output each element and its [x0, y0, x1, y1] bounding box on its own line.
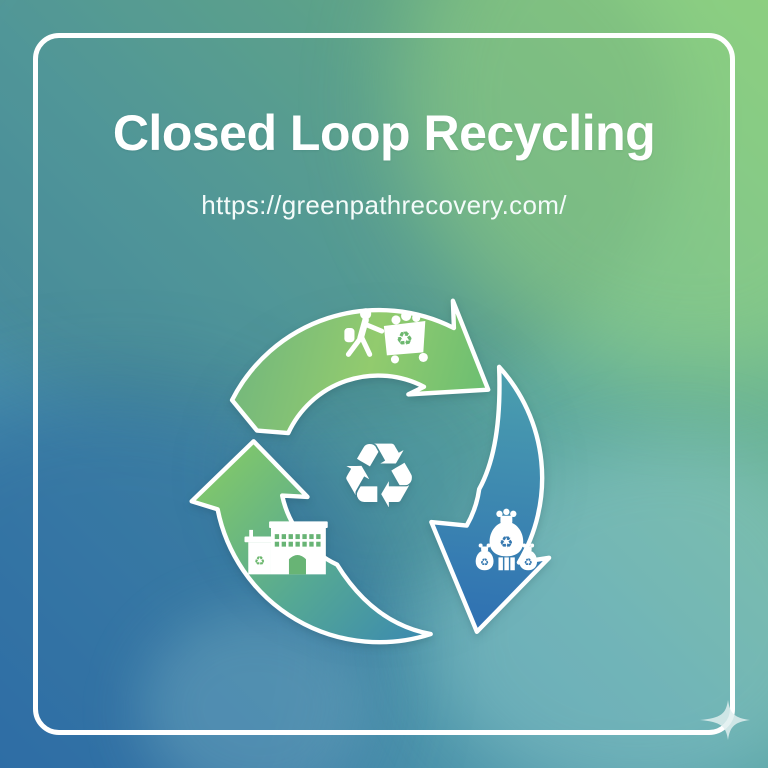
sparkle-icon — [700, 700, 750, 740]
person-collecting-recyclables-icon: ♻ — [344, 308, 428, 364]
recycle-badge: ♻ — [524, 557, 533, 568]
page-title: Closed Loop Recycling — [112, 105, 656, 161]
recycle-badge: ♻ — [395, 327, 414, 351]
person-head — [360, 308, 372, 320]
recycle-badge: ♻ — [480, 557, 489, 568]
recycle-badge: ♻ — [254, 554, 265, 568]
recycle-badge: ♻ — [499, 532, 513, 551]
arrow-stage-processing-facility — [189, 439, 433, 645]
recycling-symbol-icon: ♻ — [339, 424, 420, 529]
money-bags-icon: ♻ ♻ ♻ — [475, 508, 538, 571]
cart-bin — [383, 320, 426, 356]
recycling-facility-icon: ♻ — [244, 521, 328, 575]
arrow-stage-value-recovery — [429, 364, 552, 634]
site-url: https://greenpathrecovery.com/ — [201, 190, 567, 220]
arrow-stage-collection — [229, 298, 491, 436]
collection-bag — [344, 328, 355, 343]
recycling-loop-diagram: ♻ ♻ ♻ ♻ — [189, 298, 552, 645]
